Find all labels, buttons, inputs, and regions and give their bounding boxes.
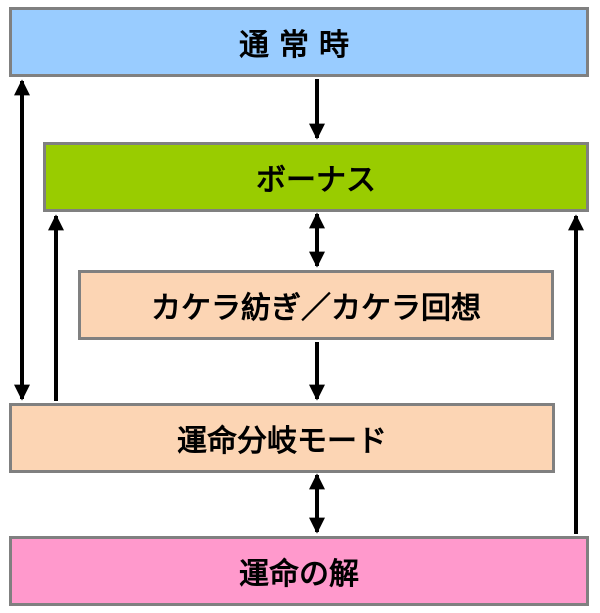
node-fate-branch: 運命分岐モード	[9, 403, 555, 473]
node-normal: 通常時	[9, 7, 589, 77]
node-bonus: ボーナス	[43, 142, 589, 212]
node-kakera: カケラ紡ぎ／カケラ回想	[78, 270, 554, 340]
node-fate-answer: 運命の解	[9, 536, 589, 606]
